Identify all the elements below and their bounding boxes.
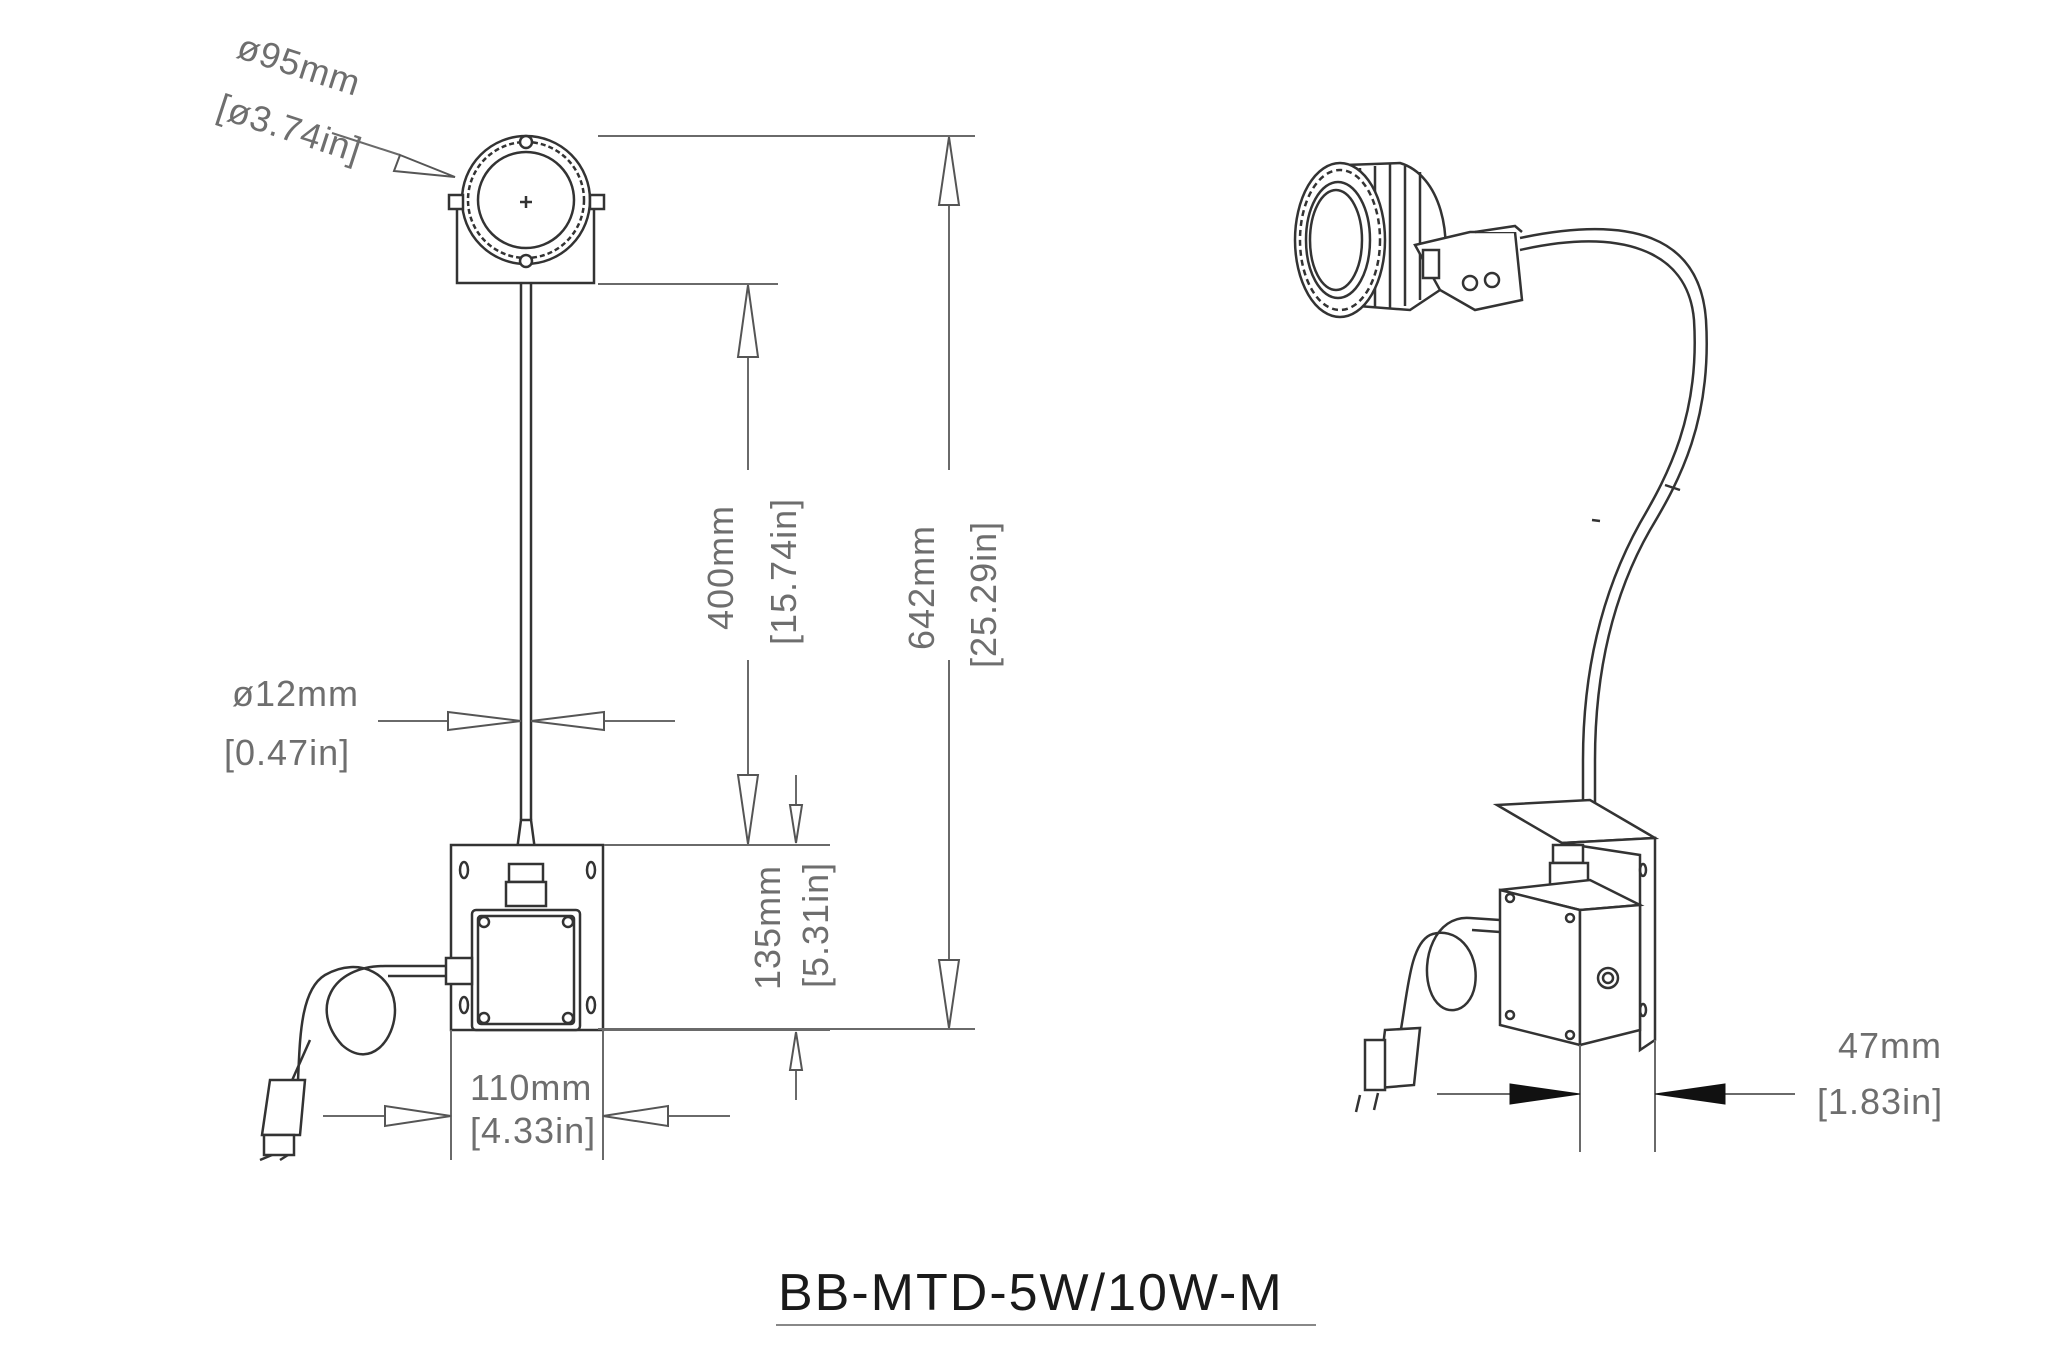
- gooseneck-rod-front: [513, 283, 539, 866]
- perspective-view: 47mm [1.83in]: [1293, 161, 1943, 1152]
- gooseneck-perspective: [1519, 227, 1708, 830]
- gooseneck-length-imperial: [15.74in]: [763, 498, 804, 645]
- head-diameter-metric: ø95mm: [233, 26, 366, 104]
- power-cord-front: [259, 964, 446, 1162]
- rod-diameter-imperial: [0.47in]: [224, 732, 350, 773]
- box-width-dimension: 110mm [4.33in]: [323, 1030, 730, 1160]
- lamp-head-front: [447, 134, 606, 285]
- box-width-metric: 110mm: [470, 1067, 592, 1108]
- title-block: BB-MTD-5W/10W-M: [776, 1264, 1316, 1326]
- total-height-metric: 642mm: [901, 525, 942, 650]
- gooseneck-length-metric: 400mm: [700, 505, 741, 630]
- model-name: BB-MTD-5W/10W-M: [778, 1264, 1284, 1322]
- box-height-dimension: 135mm [5.31in]: [604, 775, 836, 1100]
- box-depth-dimension: 47mm [1.83in]: [1437, 1025, 1943, 1152]
- rod-diameter-metric: ø12mm: [232, 673, 359, 714]
- total-height-dimension: 642mm [25.29in]: [598, 135, 1004, 1030]
- front-view: ø95mm [ø3.74in] 642mm [25.29in] 400mm [1…: [213, 26, 1004, 1162]
- box-width-imperial: [4.33in]: [470, 1110, 596, 1151]
- box-depth-metric: 47mm: [1838, 1025, 1942, 1066]
- box-height-metric: 135mm: [747, 865, 788, 990]
- lamp-head-perspective: [1293, 161, 1524, 319]
- box-depth-imperial: [1.83in]: [1817, 1081, 1943, 1122]
- junction-box-perspective: [1354, 798, 1660, 1113]
- gooseneck-length-dimension: 400mm [15.74in]: [598, 283, 830, 846]
- box-height-imperial: [5.31in]: [795, 862, 836, 988]
- head-diameter-dimension: ø95mm [ø3.74in]: [213, 26, 456, 178]
- rod-diameter-dimension: ø12mm [0.47in]: [224, 673, 675, 773]
- junction-box-front: [444, 843, 605, 1032]
- total-height-imperial: [25.29in]: [963, 521, 1004, 668]
